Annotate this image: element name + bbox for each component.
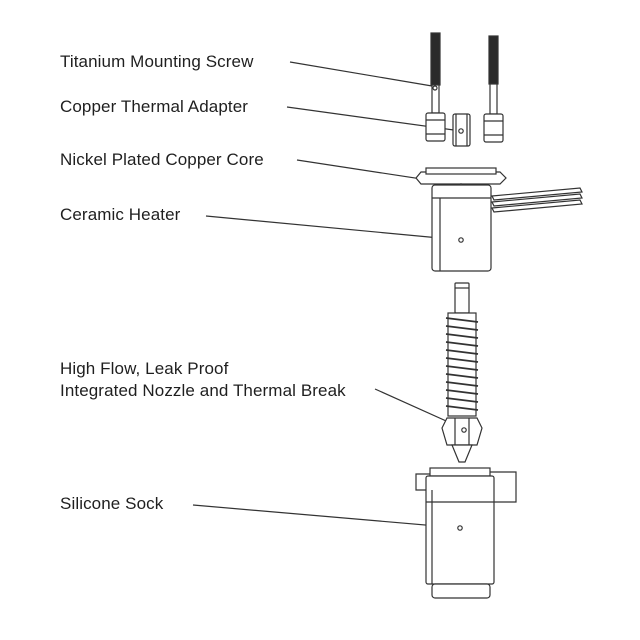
leader-screw — [289, 61, 433, 87]
label-ceramic-heater: Ceramic Heater — [60, 205, 181, 224]
label-nozzle-line-2: Integrated Nozzle and Thermal Break — [60, 381, 346, 400]
label-nickel-plated-copper-core: Nickel Plated Copper Core — [60, 150, 264, 169]
label-copper-thermal-adapter: Copper Thermal Adapter — [60, 97, 249, 116]
label-integrated-nozzle: High Flow, Leak Proof Integrated Nozzle … — [60, 358, 346, 402]
label-nozzle-line-1: High Flow, Leak Proof — [60, 359, 229, 378]
mounting-screw-left — [425, 32, 446, 142]
ceramic-heater-body — [431, 184, 492, 272]
copper-core-fins — [415, 167, 583, 213]
silicone-sock — [415, 467, 517, 599]
nozzle-heatbreak — [441, 282, 483, 463]
label-titanium-mounting-screw: Titanium Mounting Screw — [60, 52, 254, 71]
mounting-screw-right — [483, 35, 504, 143]
leader-lines — [192, 61, 465, 529]
leader-sock — [192, 504, 461, 529]
label-silicone-sock: Silicone Sock — [60, 494, 164, 513]
leader-heater — [205, 215, 462, 241]
copper-thermal-adapter — [452, 113, 471, 147]
